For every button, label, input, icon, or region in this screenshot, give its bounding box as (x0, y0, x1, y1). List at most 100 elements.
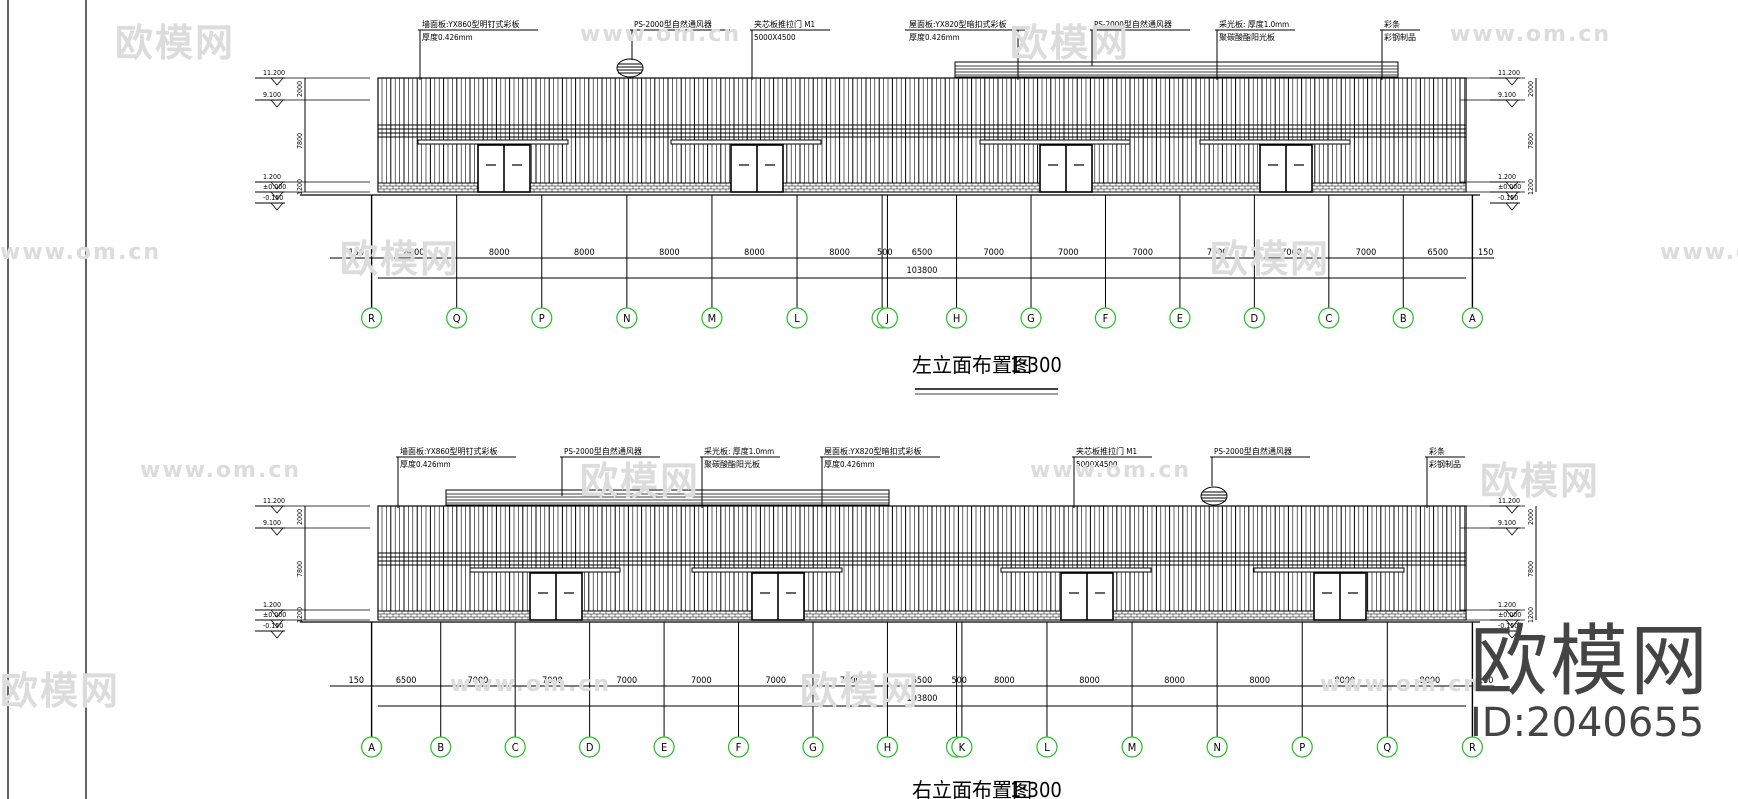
bay-dimension: 7000 (468, 676, 489, 686)
annotation-callout: PS-2000型自然通风器 (1090, 19, 1190, 66)
svg-text:厚度0.426mm: 厚度0.426mm (824, 459, 875, 469)
svg-text:Q: Q (1383, 741, 1391, 754)
level-marker: 9.100 (1460, 91, 1525, 108)
svg-text:H: H (884, 741, 891, 754)
svg-text:D: D (586, 741, 594, 754)
bay-dimension: 7000 (1281, 248, 1302, 258)
bay-dimension: 500 (951, 676, 966, 686)
bay-dimension: 7000 (617, 676, 638, 686)
sliding-door-m1 (691, 567, 843, 621)
level-marker: -0.150 (255, 622, 285, 639)
level-marker: -0.150 (1490, 194, 1520, 211)
svg-text:F: F (1103, 312, 1109, 325)
sliding-door-m1 (417, 139, 569, 193)
svg-text:墙面板:YX860型明钉式彩板: 墙面板:YX860型明钉式彩板 (400, 446, 497, 456)
level-marker: 11.200 (1460, 497, 1525, 514)
doors-group (417, 139, 1351, 193)
annotation-callout: PS-2000型自然通风器 (560, 446, 660, 496)
bay-dimension: 7000 (1058, 248, 1079, 258)
axis-bubble-N: N (1206, 736, 1228, 758)
height-dimension: 7800 (1527, 133, 1535, 149)
axis-bubble-Q: Q (1376, 736, 1398, 758)
doors-group (469, 567, 1405, 621)
annotation-callout: PS-2000型自然通风器 (1210, 446, 1310, 486)
drawing-scale: 1:300 (1010, 353, 1062, 377)
svg-text:11.200: 11.200 (263, 497, 285, 505)
svg-text:A: A (1469, 312, 1476, 325)
svg-text:Q: Q (453, 312, 461, 325)
svg-text:屋面板:YX820型暗扣式彩板: 屋面板:YX820型暗扣式彩板 (909, 19, 1006, 29)
height-dimension: 1200 (296, 607, 304, 623)
drawing-title: 右立面布置图 (912, 778, 1032, 799)
left-elevation (300, 58, 1480, 196)
svg-text:E: E (1177, 312, 1183, 325)
sliding-door-m1 (979, 139, 1131, 193)
axis-bubble-B: B (430, 736, 452, 758)
svg-text:PS-2000型自然通风器: PS-2000型自然通风器 (1094, 19, 1172, 29)
brand-logo-block: 欧模网 ID:2040655 (1470, 622, 1710, 744)
wall-panel-ribs (381, 506, 1465, 611)
level-marker: 1.200 (255, 173, 370, 190)
bay-dimension: 6500 (912, 248, 933, 258)
bay-dimension: 7000 (691, 676, 712, 686)
axis-bubble-D: D (1243, 307, 1265, 329)
bay-dimension: 8000 (829, 248, 850, 258)
height-dimension: 7800 (296, 561, 304, 577)
axis-bubble-P: P (531, 307, 553, 329)
svg-text:彩条: 彩条 (1384, 19, 1400, 29)
svg-text:9.100: 9.100 (263, 519, 281, 527)
svg-text:厚度0.426mm: 厚度0.426mm (422, 32, 473, 42)
svg-text:1.200: 1.200 (263, 601, 281, 609)
level-marker: 9.100 (255, 91, 370, 108)
axis-bubble-G: G (802, 736, 824, 758)
level-marker: 1.200 (1460, 173, 1525, 190)
axis-bubble-E: E (653, 736, 675, 758)
svg-text:L: L (794, 312, 800, 325)
bay-dimension: 7000 (1356, 248, 1377, 258)
svg-text:F: F (736, 741, 742, 754)
sliding-door-m1 (670, 139, 822, 193)
leader-annotations: 墙面板:YX860型明钉式彩板厚度0.426mmPS-2000型自然通风器夹芯板… (396, 19, 1465, 508)
svg-text:聚碳酸酯阳光板: 聚碳酸酯阳光板 (1219, 32, 1275, 42)
svg-text:±0.000: ±0.000 (1498, 611, 1521, 619)
axis-bubble-Q: Q (446, 307, 468, 329)
svg-text:PS-2000型自然通风器: PS-2000型自然通风器 (564, 446, 642, 456)
svg-text:R: R (1469, 741, 1476, 754)
axis-bubble-E: E (1169, 307, 1191, 329)
level-marker: 11.200 (255, 497, 370, 514)
svg-text:1.200: 1.200 (1498, 601, 1516, 609)
bay-dimension: 150 (349, 248, 364, 258)
height-dimension: 2000 (1527, 81, 1535, 97)
height-dimension: 7800 (1527, 561, 1535, 577)
svg-text:C: C (512, 741, 519, 754)
roof-skylight-strip (954, 61, 1399, 78)
level-marker: ±0.000 (1460, 611, 1525, 628)
ventilator-icon (1200, 486, 1228, 506)
total-length-dimension: 103800 (907, 694, 938, 704)
svg-text:B: B (437, 741, 444, 754)
axis-bubble-A: A (360, 736, 383, 758)
axis-bubble-F: F (727, 736, 750, 758)
height-dimension: 2000 (1527, 509, 1535, 525)
svg-text:B: B (1400, 312, 1407, 325)
axis-bubble-R: R (360, 307, 383, 329)
svg-text:-0.150: -0.150 (263, 194, 283, 202)
axis-bubble-H: H (945, 307, 968, 329)
bay-dimension: 7000 (1132, 248, 1153, 258)
bay-dimension: 8000 (1164, 676, 1185, 686)
level-markers: 11.200 9.100 1.200 ±0.000 -0.150 2000 7800 1200… (255, 69, 1537, 639)
axis-bubble-F: F (1094, 307, 1117, 329)
svg-text:9.100: 9.100 (263, 91, 281, 99)
level-marker: 9.100 (255, 519, 370, 536)
bay-dimension: 150 (349, 676, 364, 686)
